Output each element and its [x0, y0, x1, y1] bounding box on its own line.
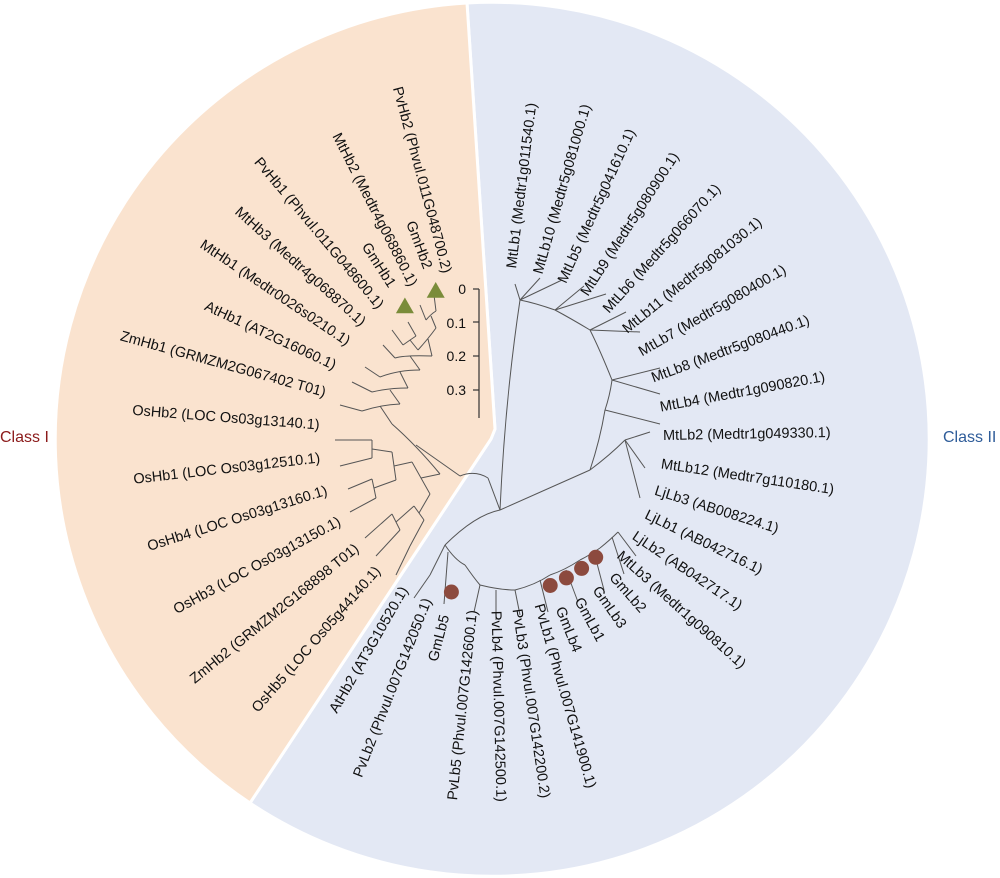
class-2-sector: [247, 0, 931, 878]
class-1-sector: [53, 1, 497, 806]
nodule-circle-marker: [443, 584, 459, 600]
scale-bar: 0 0.1 0.2 0.3: [447, 281, 480, 418]
scale-tick-1: 0.1: [447, 315, 467, 331]
scale-tick-3: 0.3: [447, 382, 467, 398]
nodule-circle-marker: [588, 549, 604, 565]
tree-branches: [335, 277, 661, 620]
class-2-label: Class II: [943, 429, 996, 446]
nodule-circle-marker: [574, 560, 590, 576]
leaf-label: MtLb2 (Medtr1g049330.1): [663, 425, 831, 444]
scale-tick-0: 0: [458, 281, 466, 297]
nodule-circle-marker: [542, 578, 558, 593]
markers: [395, 282, 604, 600]
class-1-label: Class I: [0, 429, 49, 446]
nodule-circle-marker: [558, 570, 574, 586]
triangle-marker: [426, 282, 445, 298]
scale-tick-2: 0.2: [447, 348, 467, 364]
leaf-label: PvLb4 (Phvul.007G142500.1): [488, 611, 509, 802]
triangle-marker: [395, 297, 414, 314]
